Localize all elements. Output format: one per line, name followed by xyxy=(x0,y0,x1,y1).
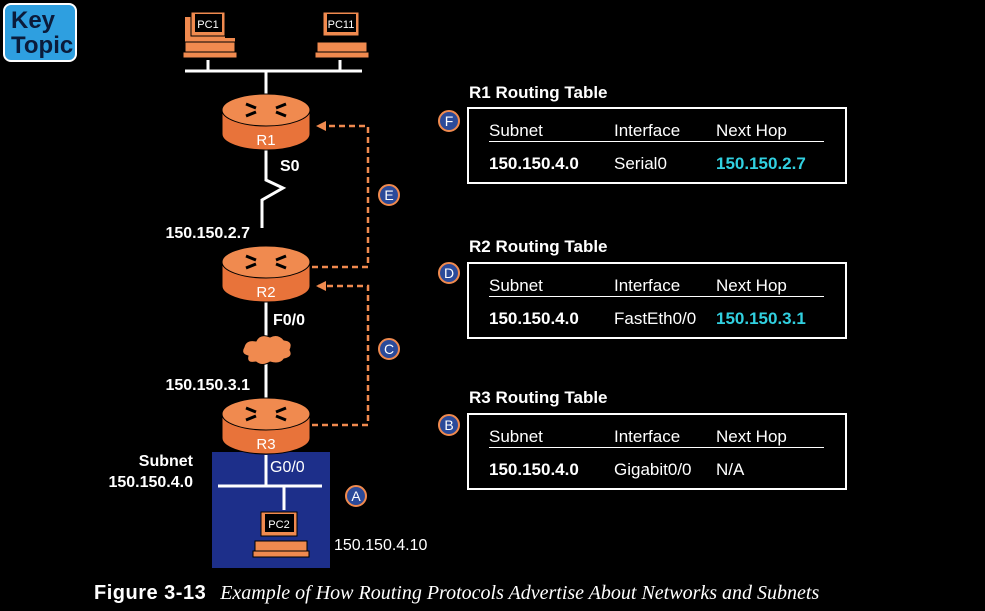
pc2-address-label: 150.150.4.10 xyxy=(334,537,428,554)
pc1-label: PC1 xyxy=(197,19,218,31)
table-cell-interface: FastEth0/0 xyxy=(614,309,697,328)
router-r2-label: R2 xyxy=(256,284,275,301)
table-cell-next-hop: N/A xyxy=(716,460,745,479)
router-r3-label: R3 xyxy=(256,436,275,453)
advert-arrow-r2-r1 xyxy=(312,121,370,269)
table-cell-next-hop: 150.150.2.7 xyxy=(716,154,806,173)
step-b-marker: B xyxy=(438,414,460,436)
serial-link xyxy=(260,150,287,228)
step-d-marker: D xyxy=(438,262,460,284)
table-header-interface: Interface xyxy=(614,427,681,446)
table-header-subnet: Subnet xyxy=(489,276,543,295)
subnet-label-line2: 150.150.4.0 xyxy=(108,474,193,491)
key-topic-line2: Topic xyxy=(11,32,74,59)
step-f-marker: F xyxy=(438,110,460,132)
svg-text:B: B xyxy=(444,417,453,433)
table-header-next-hop: Next Hop xyxy=(716,427,787,446)
table-cell-subnet: 150.150.4.0 xyxy=(489,309,579,328)
subnet-label-line1: Subnet xyxy=(139,453,194,470)
svg-text:E: E xyxy=(384,187,393,203)
router-r2-icon: R2 xyxy=(221,245,311,303)
table-header-subnet: Subnet xyxy=(489,121,543,140)
table-cell-subnet: 150.150.4.0 xyxy=(489,154,579,173)
key-topic-line1: Key xyxy=(11,7,56,34)
table-header-interface: Interface xyxy=(614,121,681,140)
r1-table-title: R1 Routing Table xyxy=(469,83,608,102)
svg-text:D: D xyxy=(444,265,454,281)
table-header-next-hop: Next Hop xyxy=(716,121,787,140)
svg-text:C: C xyxy=(384,341,394,357)
interface-f00-label: F0/0 xyxy=(273,312,305,329)
table-cell-interface: Serial0 xyxy=(614,154,667,173)
step-a-marker: A xyxy=(345,485,367,507)
r2-routing-table: Subnet Interface Next Hop 150.150.4.0 Fa… xyxy=(467,262,847,339)
step-c-marker: C xyxy=(378,338,400,360)
r3-address-label: 150.150.3.1 xyxy=(165,377,250,394)
table-cell-next-hop: 150.150.3.1 xyxy=(716,309,806,328)
r2-table-title: R2 Routing Table xyxy=(469,237,608,256)
table-cell-interface: Gigabit0/0 xyxy=(614,460,692,479)
interface-g00-label: G0/0 xyxy=(270,459,305,476)
pc11-label: PC11 xyxy=(328,19,355,31)
svg-text:F: F xyxy=(445,113,454,129)
r3-routing-table: Subnet Interface Next Hop 150.150.4.0 Gi… xyxy=(467,413,847,490)
table-header-subnet: Subnet xyxy=(489,427,543,446)
pc2-label: PC2 xyxy=(268,519,289,531)
figure-caption: Figure 3-13 Example of How Routing Protoc… xyxy=(94,582,819,605)
r2-address-label: 150.150.2.7 xyxy=(165,225,250,242)
ethernet-cloud-icon xyxy=(242,335,292,365)
step-e-marker: E xyxy=(378,184,400,206)
figure-caption-text: Example of How Routing Protocols Adverti… xyxy=(220,582,820,604)
pc-icon: PC1 xyxy=(182,11,238,59)
r3-table-title: R3 Routing Table xyxy=(469,388,608,407)
r1-routing-table: Subnet Interface Next Hop 150.150.4.0 Se… xyxy=(467,107,847,184)
advert-arrow-r3-r2 xyxy=(312,281,370,427)
router-r1-label: R1 xyxy=(256,132,275,149)
interface-s0-label: S0 xyxy=(280,158,300,175)
router-r3-icon: R3 xyxy=(221,397,311,455)
svg-text:A: A xyxy=(351,488,361,504)
figure-number: Figure 3-13 xyxy=(94,582,207,604)
table-header-next-hop: Next Hop xyxy=(716,276,787,295)
pc-icon: PC11 xyxy=(314,11,370,59)
pc-icon: PC2 xyxy=(252,511,310,558)
table-header-interface: Interface xyxy=(614,276,681,295)
router-r1-icon: R1 xyxy=(221,93,311,151)
key-topic-badge: Key Topic xyxy=(3,3,77,62)
table-cell-subnet: 150.150.4.0 xyxy=(489,460,579,479)
